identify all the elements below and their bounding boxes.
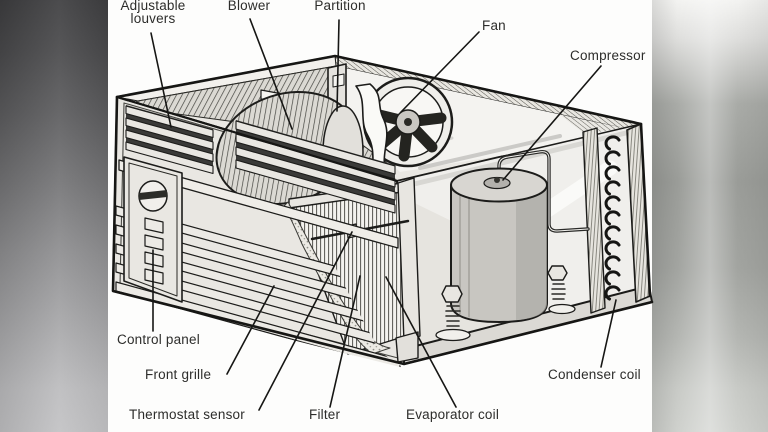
- leader-partition: [336, 19, 340, 112]
- label-evaporator-coil: Evaporator coil: [406, 407, 500, 422]
- condenser-coil-drawing: [497, 123, 651, 314]
- label-control-panel: Control panel: [117, 332, 200, 347]
- leader-compressor: [502, 65, 602, 181]
- louver-divider-rail: [118, 159, 399, 249]
- label-adjustable-louvers: Adjustable louvers: [120, 0, 186, 26]
- blurred-right-band: [652, 0, 768, 432]
- label-thermostat-sensor: Thermostat sensor: [129, 407, 245, 422]
- leader-blower: [249, 18, 293, 130]
- leader-front-grille: [226, 285, 275, 375]
- mounting-bolt-right: [547, 265, 568, 300]
- leader-filter: [329, 275, 361, 408]
- leader-fan: [400, 31, 480, 113]
- label-blower: Blower: [227, 0, 271, 13]
- blurred-left-band: [0, 0, 108, 432]
- leader-thermostat-sensor: [258, 231, 353, 411]
- leader-evaporator-coil: [385, 276, 457, 408]
- adjustable-louvers-drawing: [125, 105, 396, 214]
- mounting-bolt-left: [441, 285, 463, 327]
- label-compressor: Compressor: [570, 48, 646, 63]
- leader-lines: [150, 18, 617, 411]
- leader-adjustable-louvers: [150, 32, 172, 128]
- label-filter: Filter: [309, 407, 341, 422]
- label-front-grille: Front grille: [145, 367, 212, 382]
- leader-condenser-coil: [600, 299, 617, 368]
- label-partition: Partition: [314, 0, 366, 13]
- cabinet-outline: [111, 54, 654, 366]
- compressor-drawing: [441, 167, 568, 327]
- control-panel-drawing: [123, 156, 183, 303]
- fan-drawing: [355, 76, 454, 215]
- label-fan: Fan: [482, 18, 506, 33]
- label-condenser-coil: Condenser coil: [548, 367, 641, 382]
